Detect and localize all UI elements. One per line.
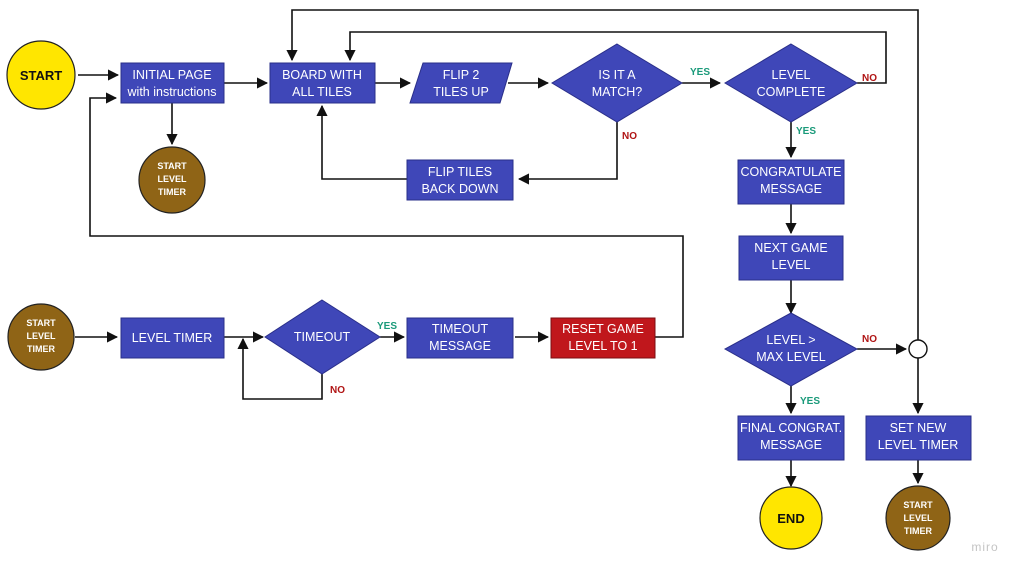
match-yes-label: YES [690,67,710,78]
flip2-node: FLIP 2 TILES UP [409,62,513,104]
reset-game-line-1: RESET GAME [562,322,644,336]
edge-reset-to-initial-page [89,92,684,338]
edge-labels: YES NO NO YES NO YES YES NO [330,67,877,407]
start-timer-br-line-3: TIMER [904,526,932,536]
edges [75,9,924,488]
next-level-node: NEXT GAME LEVEL [738,235,844,281]
junction-node [908,339,928,359]
level-timer-label: LEVEL TIMER [132,331,213,345]
level-max-decision: LEVEL > MAX LEVEL [723,312,859,387]
start-timer-left-node: START LEVEL TIMER [7,303,75,371]
edge-match-no-to-flip-back [517,122,618,185]
timeout-message-line-1: TIMEOUT [432,322,489,336]
flip2-line-1: FLIP 2 [443,68,480,82]
final-congrat-line-2: MESSAGE [760,438,822,452]
flip-back-line-1: FLIP TILES [428,165,492,179]
start-timer-left-line-3: TIMER [27,344,55,354]
reset-game-line-2: LEVEL TO 1 [568,339,637,353]
edge-junction-to-board [286,9,919,340]
start-timer-top-line-3: TIMER [158,187,186,197]
board-node: BOARD WITH ALL TILES [269,62,376,104]
edge-flip-back-to-board [316,104,407,180]
board-line-1: BOARD WITH [282,68,362,82]
edge-timeout-no-loop [237,337,323,400]
match-no-label: NO [622,131,637,142]
level-complete-line-2: COMPLETE [757,85,826,99]
is-match-line-2: MATCH? [592,85,643,99]
flip-back-node: FLIP TILES BACK DOWN [406,159,514,201]
start-timer-br-line-1: START [903,500,933,510]
max-yes-label: YES [800,396,820,407]
flip2-line-2: TILES UP [433,85,489,99]
start-timer-br-line-2: LEVEL [903,513,933,523]
congratulate-line-1: CONGRATULATE [741,165,842,179]
set-new-timer-node: SET NEW LEVEL TIMER [865,415,972,461]
next-level-line-2: LEVEL [772,258,811,272]
initial-page-line-2: with instructions [127,85,217,99]
final-congrat-line-1: FINAL CONGRAT. [740,421,842,435]
max-no-label: NO [862,334,877,345]
initial-page-node: INITIAL PAGE with instructions [120,62,225,104]
level-max-line-1: LEVEL > [766,333,815,347]
timeout-message-line-2: MESSAGE [429,339,491,353]
set-new-timer-line-2: LEVEL TIMER [878,438,959,452]
start-label: START [20,68,62,83]
congratulate-line-2: MESSAGE [760,182,822,196]
set-new-timer-line-1: SET NEW [890,421,947,435]
start-timer-top-line-1: START [157,161,187,171]
level-max-line-2: MAX LEVEL [756,350,826,364]
level-timer-node: LEVEL TIMER [120,317,225,359]
timeout-no-label: NO [330,385,345,396]
next-level-line-1: NEXT GAME [754,241,827,255]
end-node: END [759,486,823,550]
level-complete-decision: LEVEL COMPLETE [724,43,858,123]
is-match-line-1: IS IT A [598,68,636,82]
reset-game-node: RESET GAME LEVEL TO 1 [550,317,656,359]
start-timer-left-line-1: START [26,318,56,328]
congratulate-node: CONGRATULATE MESSAGE [737,159,845,205]
start-timer-top-line-2: LEVEL [157,174,187,184]
end-label: END [777,511,804,526]
timeout-message-node: TIMEOUT MESSAGE [406,317,514,359]
miro-watermark: miro [971,540,998,554]
complete-no-label: NO [862,73,877,84]
level-complete-line-1: LEVEL [772,68,811,82]
board-line-2: ALL TILES [292,85,352,99]
complete-yes-label: YES [796,126,816,137]
is-match-decision: IS IT A MATCH? [551,43,683,123]
timeout-decision: TIMEOUT [264,299,381,375]
start-node: START [6,40,76,110]
initial-page-line-1: INITIAL PAGE [132,68,211,82]
start-timer-top-node: START LEVEL TIMER [138,146,206,214]
flip-back-line-2: BACK DOWN [421,182,498,196]
final-congrat-node: FINAL CONGRAT. MESSAGE [737,415,845,461]
edge-complete-no-to-board [344,31,887,84]
timeout-label: TIMEOUT [294,330,351,344]
start-timer-bottom-right-node: START LEVEL TIMER [885,485,951,551]
start-timer-left-line-2: LEVEL [26,331,56,341]
timeout-yes-label: YES [377,321,397,332]
